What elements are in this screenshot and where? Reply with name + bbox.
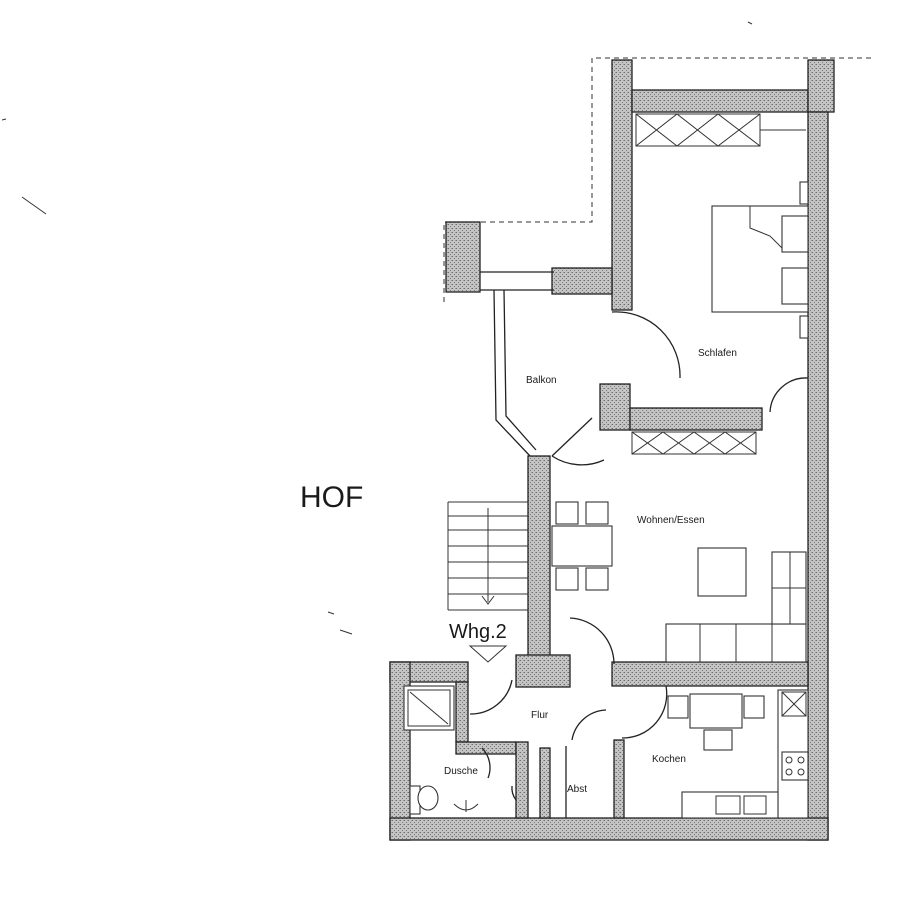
washbasin [453, 800, 479, 812]
yard-label: HOF [300, 481, 363, 514]
room-label-balcony: Balkon [526, 375, 557, 386]
room-label-shower: Dusche [444, 766, 478, 777]
sofa [665, 551, 807, 663]
room-label-wc: Abst [567, 784, 587, 795]
unit-label: Whg.2 [449, 621, 507, 643]
room-label-living: Wohnen/Essen [637, 515, 705, 526]
shower-tray [403, 685, 455, 731]
dining-table [551, 501, 613, 591]
balcony-outline [443, 57, 873, 302]
walls [389, 59, 835, 841]
staircase [447, 501, 528, 663]
toilet [409, 785, 439, 815]
room-label-bedroom: Schlafen [698, 348, 737, 359]
room-label-hall: Flur [531, 710, 549, 721]
coffee-table [697, 547, 747, 597]
doors [469, 311, 809, 801]
bed [711, 181, 809, 339]
bedroom-window [635, 113, 806, 147]
scan-marks [1, 21, 753, 635]
kitchen-fittings [667, 689, 809, 819]
living-cabinet [631, 431, 757, 455]
room-label-kitchen: Kochen [652, 754, 686, 765]
balcony-door-frame [480, 271, 554, 457]
